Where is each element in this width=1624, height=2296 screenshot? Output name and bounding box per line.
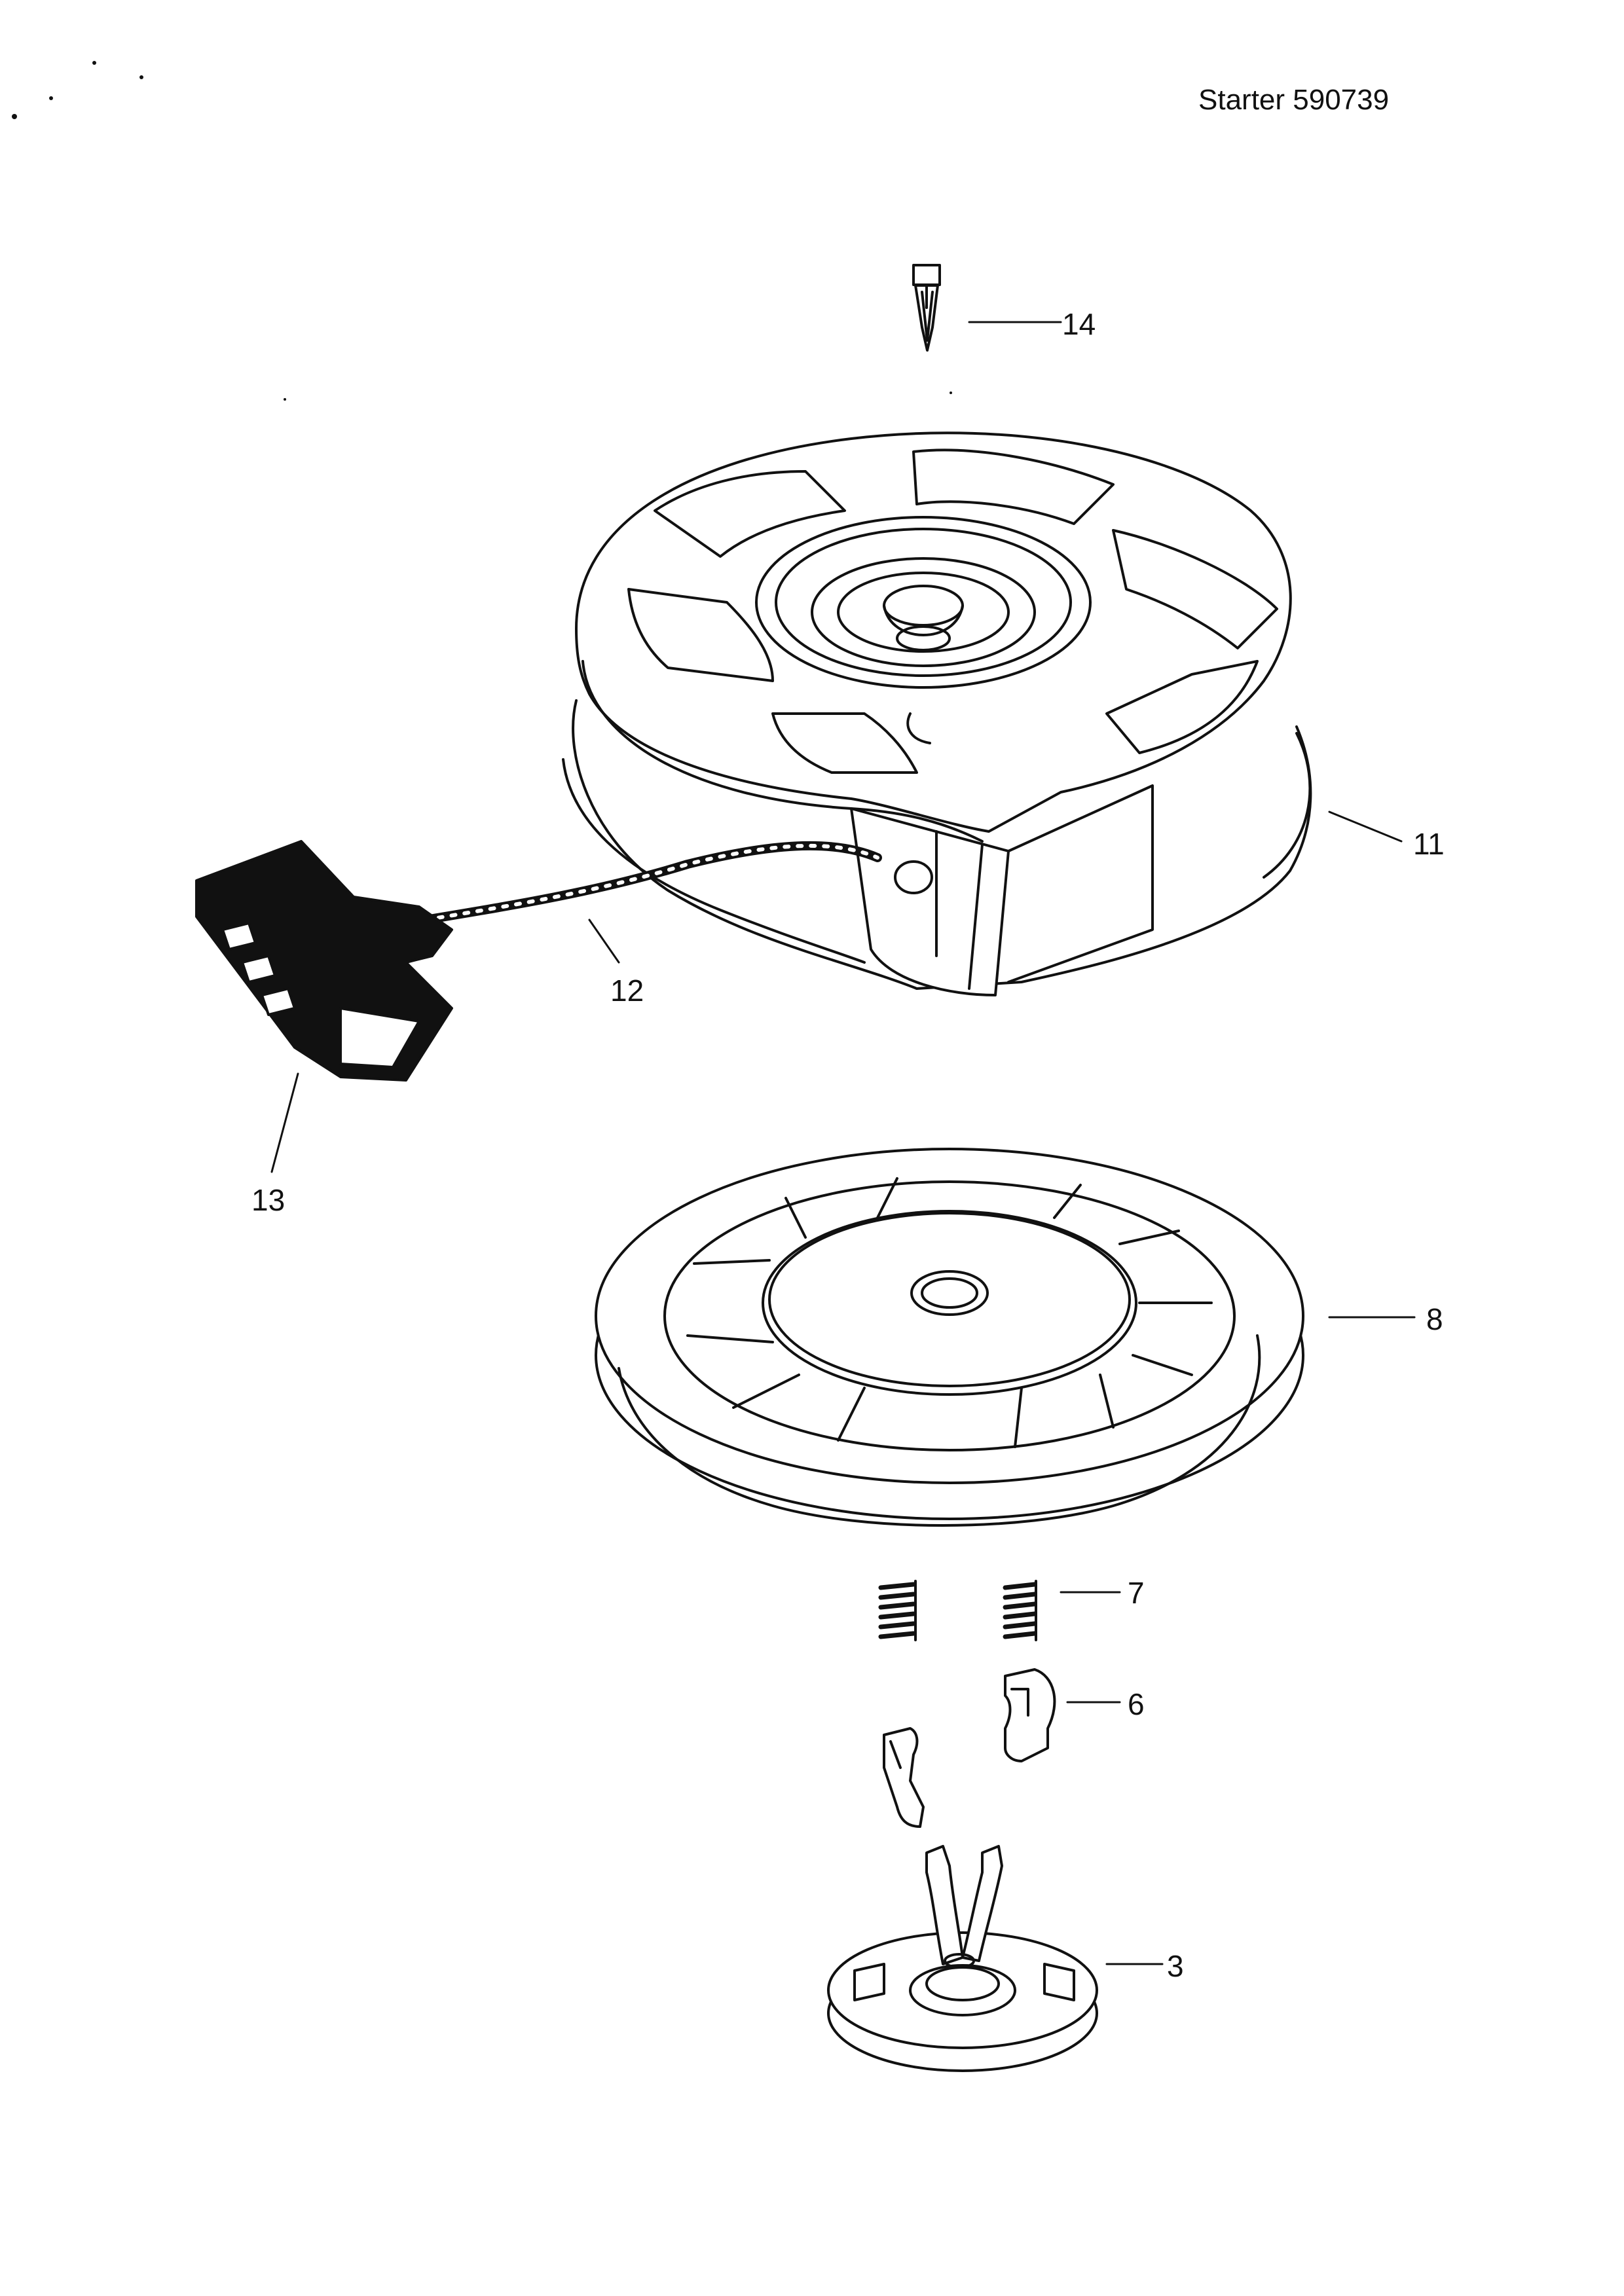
leader-12 [588, 919, 620, 964]
callout-12: 12 [610, 974, 644, 1008]
part-11-starter-housing [562, 431, 1312, 996]
callout-13: 13 [251, 1183, 286, 1217]
part-14-pin [912, 264, 941, 352]
callout-8: 8 [1426, 1302, 1443, 1336]
part-8-pulley [595, 1148, 1304, 1527]
leader-lines [270, 321, 1416, 1965]
callout-3: 3 [1167, 1949, 1184, 1983]
callout-11: 11 [1413, 827, 1445, 861]
scan-specks [12, 61, 952, 401]
callout-7: 7 [1128, 1576, 1145, 1610]
leader-13 [270, 1072, 299, 1173]
leader-11 [1328, 811, 1403, 843]
diagram-title: Starter 590739 [1198, 84, 1390, 116]
part-12-rope [421, 841, 882, 924]
part-7-springs [878, 1580, 1037, 1641]
part-3-retainer [827, 1845, 1098, 2072]
callout-6: 6 [1128, 1687, 1145, 1721]
part-13-handle [195, 840, 453, 1082]
callout-14: 14 [1062, 307, 1096, 341]
part-6-pawls [883, 1668, 1056, 1828]
